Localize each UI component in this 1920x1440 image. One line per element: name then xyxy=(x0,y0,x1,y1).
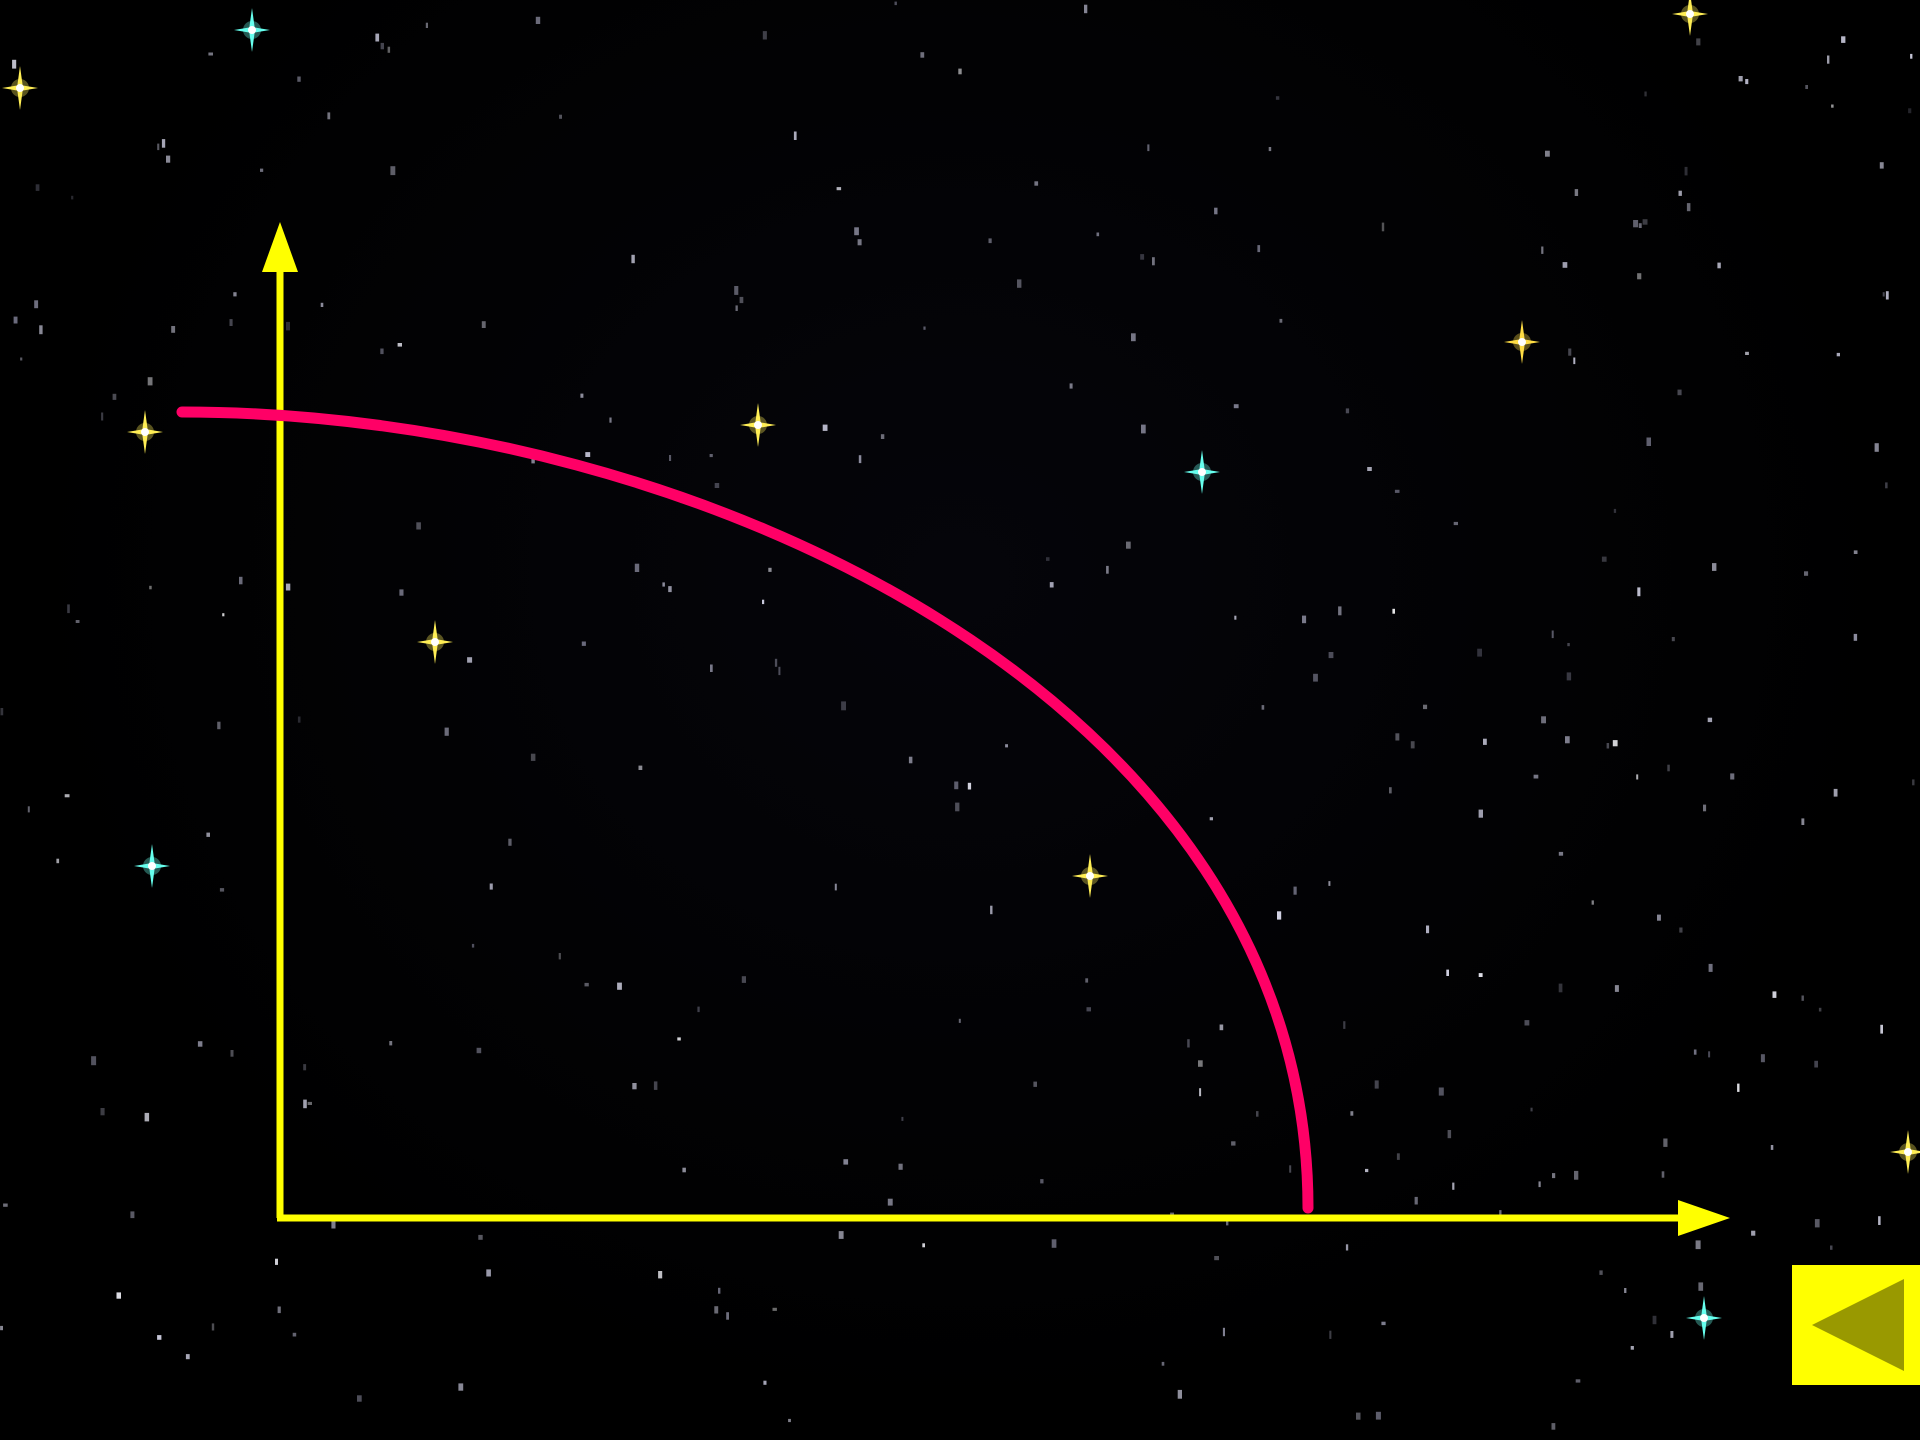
y-axis xyxy=(262,222,298,1218)
x-axis xyxy=(277,1200,1730,1236)
back-button[interactable] xyxy=(1792,1265,1920,1385)
triangle-left-icon xyxy=(1812,1279,1904,1371)
quarter-ellipse-curve xyxy=(176,406,1314,1214)
y-axis-arrowhead xyxy=(262,222,298,272)
x-axis-arrowhead xyxy=(1678,1200,1730,1236)
